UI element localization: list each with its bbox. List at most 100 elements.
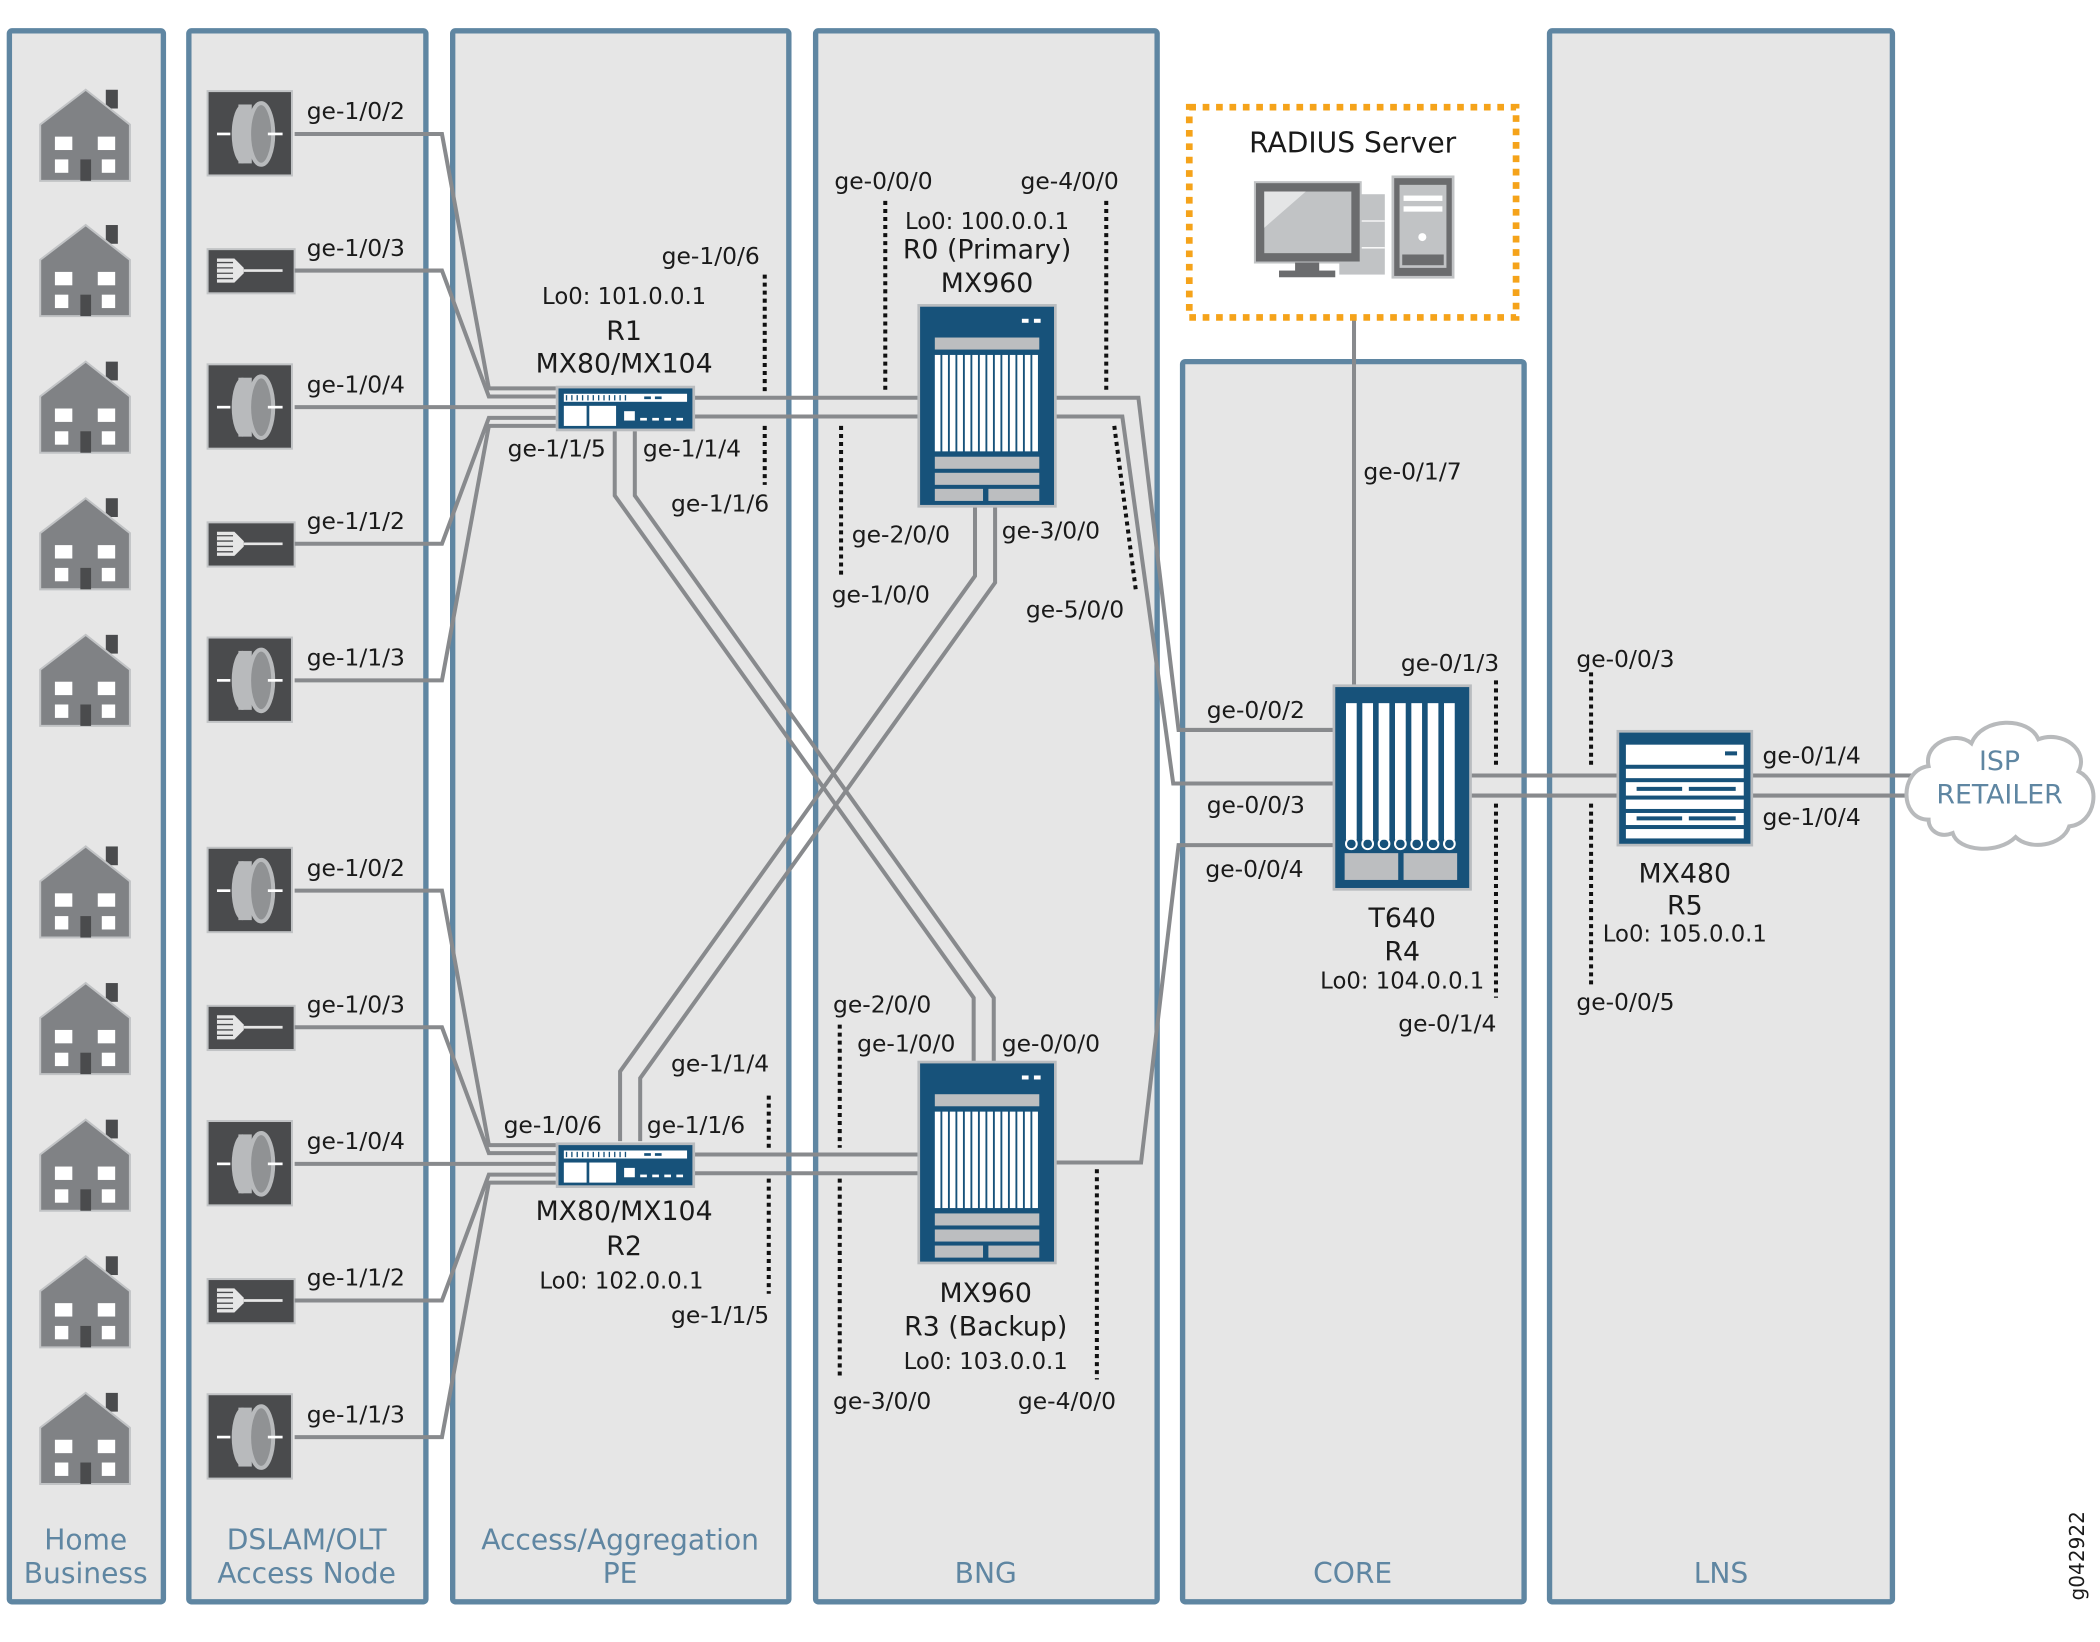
access-node-port-label: ge-1/1/2 — [307, 1264, 405, 1292]
line-card — [1444, 703, 1455, 840]
server-tower-icon — [1391, 175, 1455, 279]
panel-access-aggregation-pe — [450, 28, 792, 1605]
panel-label-pe-line2: PE — [603, 1557, 638, 1590]
line-cards — [1344, 703, 1456, 851]
link-r0-r4-a — [1055, 395, 1337, 732]
house-icon — [39, 496, 131, 591]
line-card — [949, 1111, 956, 1209]
line-card — [1345, 703, 1357, 840]
line-card — [1032, 354, 1038, 452]
line-card — [1009, 1111, 1016, 1209]
link-access-9 — [294, 1172, 556, 1303]
led — [644, 396, 651, 400]
r1-port-up: ge-1/0/6 — [662, 242, 760, 270]
fan-tray — [934, 1213, 1040, 1226]
r2-port-down: ge-1/1/5 — [671, 1301, 769, 1329]
psu — [988, 1245, 1040, 1258]
olt-splitter-icon[interactable] — [206, 363, 293, 450]
link-access-1 — [294, 131, 556, 391]
router-r1[interactable] — [555, 385, 696, 432]
r2-port-up-left: ge-1/0/6 — [504, 1111, 602, 1139]
line-card — [994, 1111, 1001, 1209]
led — [652, 1174, 659, 1178]
router-r4[interactable] — [1332, 684, 1472, 891]
r0-port-bl2: ge-1/0/0 — [832, 581, 930, 609]
r5-port-out1: ge-0/1/4 — [1763, 741, 1861, 769]
r2-port-up-right: ge-1/1/6 — [647, 1111, 745, 1139]
r3-port-bl: ge-3/0/0 — [833, 1387, 931, 1415]
marker — [1112, 425, 1138, 590]
card-ejector — [1410, 837, 1424, 851]
led — [1021, 318, 1029, 323]
line-card — [1002, 1111, 1008, 1209]
line-card — [957, 1111, 963, 1209]
dslam-icon[interactable] — [206, 1004, 296, 1052]
computer-icon — [1253, 181, 1385, 278]
dslam-icon[interactable] — [206, 521, 296, 568]
house-icon — [39, 1118, 131, 1212]
r4-port-in1: ge-0/0/2 — [1207, 696, 1305, 724]
panel-label-core: CORE — [1313, 1557, 1392, 1590]
router-r3[interactable] — [917, 1060, 1057, 1265]
router-r2[interactable] — [555, 1142, 696, 1188]
card-ejector — [1377, 837, 1391, 851]
r1-loopback: Lo0: 101.0.0.1 — [542, 284, 706, 310]
led — [644, 1153, 651, 1156]
panel-label-lns: LNS — [1694, 1557, 1749, 1590]
access-links — [294, 131, 556, 1440]
olt-splitter-icon[interactable] — [206, 1393, 293, 1480]
radius-server[interactable]: RADIUS Server — [1185, 103, 1520, 321]
panel-label-dslam-line2: Access Node — [217, 1557, 396, 1590]
houses — [39, 88, 131, 1485]
psu — [1403, 853, 1458, 880]
link-access-10 — [294, 1180, 556, 1440]
r3-model: MX960 — [939, 1278, 1032, 1309]
r4-loopback: Lo0: 104.0.0.1 — [1320, 968, 1484, 994]
access-node-port-label: ge-1/0/4 — [307, 1127, 405, 1155]
line-card — [942, 354, 948, 452]
house-icon — [39, 981, 131, 1076]
panel-label-bng: BNG — [955, 1557, 1017, 1590]
led-group — [624, 1167, 635, 1178]
olt-splitter-icon[interactable] — [206, 90, 293, 177]
r0-port-tl: ge-0/0/0 — [834, 167, 932, 195]
olt-splitter-icon[interactable] — [206, 846, 293, 934]
radius-server-title: RADIUS Server — [1249, 127, 1457, 160]
line-card — [979, 1111, 986, 1209]
module — [563, 1162, 587, 1183]
r0-port-br: ge-3/0/0 — [1002, 516, 1100, 544]
link-access-7 — [294, 1025, 556, 1156]
olt-splitter-icon[interactable] — [206, 636, 293, 723]
link-access-6 — [294, 888, 556, 1148]
link-r1-r3-b — [632, 431, 996, 1063]
line-card — [934, 354, 941, 452]
router-r5[interactable] — [1616, 729, 1754, 847]
dslam-icon[interactable] — [206, 1278, 296, 1325]
psu — [1344, 853, 1399, 880]
line-card — [1378, 703, 1390, 840]
panel-label-home-line1: Home — [44, 1524, 127, 1557]
cloud-label-line1: ISP — [1979, 746, 2020, 777]
r4-port-down: ge-0/1/4 — [1398, 1009, 1496, 1037]
line-card — [972, 354, 978, 452]
r2-name: R2 — [606, 1231, 642, 1262]
led — [664, 1174, 671, 1178]
link-r3-r4 — [1055, 843, 1337, 1165]
line-card — [994, 354, 1001, 452]
led — [664, 417, 671, 421]
isp-retailer-cloud[interactable]: ISP RETAILER — [1904, 720, 2096, 851]
slot — [1625, 829, 1744, 839]
line-card — [1427, 703, 1439, 840]
slot — [1625, 768, 1744, 779]
access-node-port-label: ge-1/0/2 — [307, 854, 405, 882]
core-links — [612, 274, 1916, 1176]
olt-splitter-icon[interactable] — [206, 1120, 293, 1207]
house-icon — [39, 223, 131, 318]
access-node-port-label: ge-1/1/3 — [307, 1400, 405, 1428]
access-node-port-label: ge-1/0/4 — [307, 370, 405, 398]
dslam-icon[interactable] — [206, 248, 296, 295]
led — [1021, 1075, 1029, 1080]
line-card — [1009, 354, 1016, 452]
router-r0[interactable] — [917, 304, 1057, 508]
led — [654, 1153, 662, 1156]
